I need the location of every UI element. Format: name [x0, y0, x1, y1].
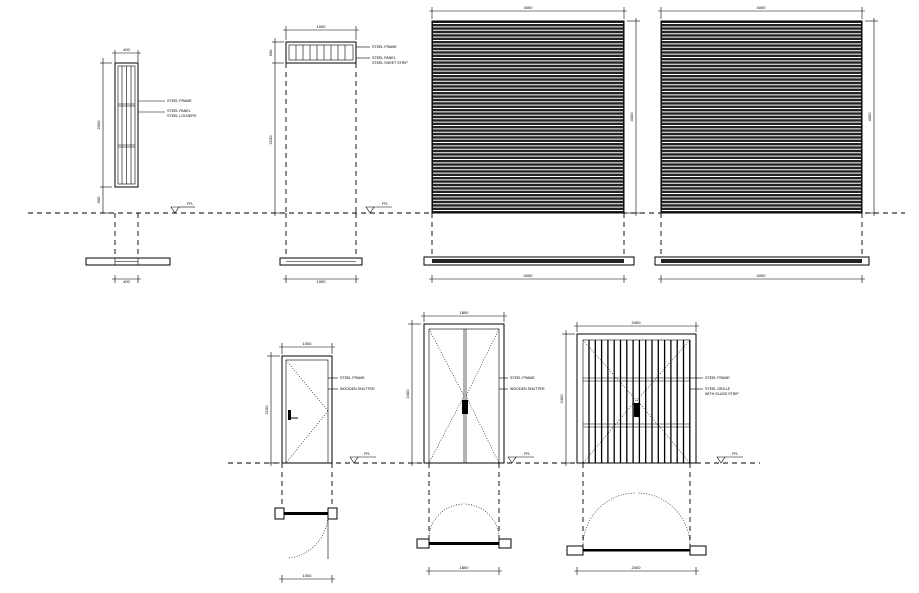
door-1-note-frame: STEEL FRAME	[340, 376, 365, 380]
window-note-frame: STEEL FRAME	[167, 99, 192, 103]
rolling-shutter-2: 4000 4000 4000	[654, 5, 878, 283]
window-top-width-dim: 400	[123, 47, 130, 52]
window-note-panel: STEEL PANEL	[167, 109, 191, 113]
shutter-2-height-dim: 4000	[867, 112, 872, 122]
shutter-1-plan-dim: 4000	[524, 273, 534, 278]
door-3-elevation: 2400 2400 STEEL FRAME STEEL GRILLE WITH …	[559, 320, 743, 575]
vent-height-dim: 600	[268, 49, 273, 56]
door-3-handle	[634, 403, 639, 417]
vent-note-frame: STEEL FRAME	[372, 45, 397, 49]
door-3-note-strip: WITH GLASS STRIP	[705, 392, 739, 396]
door-3-level-label: FFL	[732, 452, 738, 456]
vent-plan-width-dim: 1000	[317, 279, 327, 284]
shutter-1-slats	[432, 21, 624, 213]
door-3-note-frame: STEEL FRAME	[705, 376, 730, 380]
door-2-plan-dim: 1800	[460, 565, 470, 570]
door-2-level-label: FFL	[524, 452, 530, 456]
shutter-2-plan-dim: 4000	[757, 273, 767, 278]
door-3-grille-bars	[588, 340, 691, 463]
window-level-label: FFL	[187, 202, 193, 206]
shutter-1-slat-lines	[433, 23, 623, 211]
vent-opening-elevation: 1000 600 2100 STEEL FRAME STEEL PANEL ST…	[268, 24, 408, 284]
window-plan-width-dim: 400	[123, 279, 130, 284]
rolling-shutter-1: 4000 4000 4000	[423, 5, 640, 283]
door-1-handle	[288, 410, 291, 420]
window-note-louvers: STEEL LOUVERS	[167, 114, 197, 118]
door-2-elevation: 1800 2400 STEEL FRAME WOODEN SHUTTER FFL…	[405, 310, 545, 575]
door-2-note-panel: WOODEN SHUTTER	[510, 387, 545, 391]
window-height-dim: 2000	[96, 120, 101, 130]
door-1-level-label: FFL	[364, 452, 370, 456]
shutter-2-top-dim: 4000	[757, 5, 767, 10]
door-3-plan-dim: 2400	[632, 565, 642, 570]
window-elevation: 2000 900 400 STEEL FRAME STEEL PANEL STE…	[85, 47, 197, 284]
door-3-height-dim: 2400	[559, 394, 564, 404]
door-1-top-dim: 1000	[303, 341, 313, 346]
shutter-2-slats	[661, 21, 862, 213]
door-3-note-grille: STEEL GRILLE	[705, 387, 731, 391]
shutter-2-slat-lines	[662, 23, 861, 211]
vent-bars	[295, 45, 346, 60]
vent-top-width-dim: 1000	[317, 24, 327, 29]
shutter-1-height-dim: 4000	[629, 112, 634, 122]
shutter-1-top-dim: 4000	[524, 5, 534, 10]
door-3-top-dim: 2400	[632, 320, 642, 325]
door-1-height-dim: 2100	[264, 405, 269, 415]
door-1-plan-dim: 1000	[303, 573, 313, 578]
vent-note-strip: STEEL SHEET STRIP	[372, 61, 408, 65]
door-1-note-panel: WOODEN SHUTTER	[340, 387, 375, 391]
opening-height-dim: 2100	[268, 135, 273, 145]
door-2-note-frame: STEEL FRAME	[510, 376, 535, 380]
door-2-height-dim: 2400	[405, 389, 410, 399]
window-bars	[121, 66, 132, 184]
vent-level-label: FFL	[382, 202, 388, 206]
door-2-handle	[462, 400, 468, 414]
vent-note-panel: STEEL PANEL	[372, 56, 396, 60]
window-sill-dim: 900	[96, 196, 101, 203]
door-1-elevation: 1000 2100 STEEL FRAME WOODEN SHUTTER FFL…	[264, 341, 376, 583]
door-2-top-dim: 1800	[460, 310, 470, 315]
